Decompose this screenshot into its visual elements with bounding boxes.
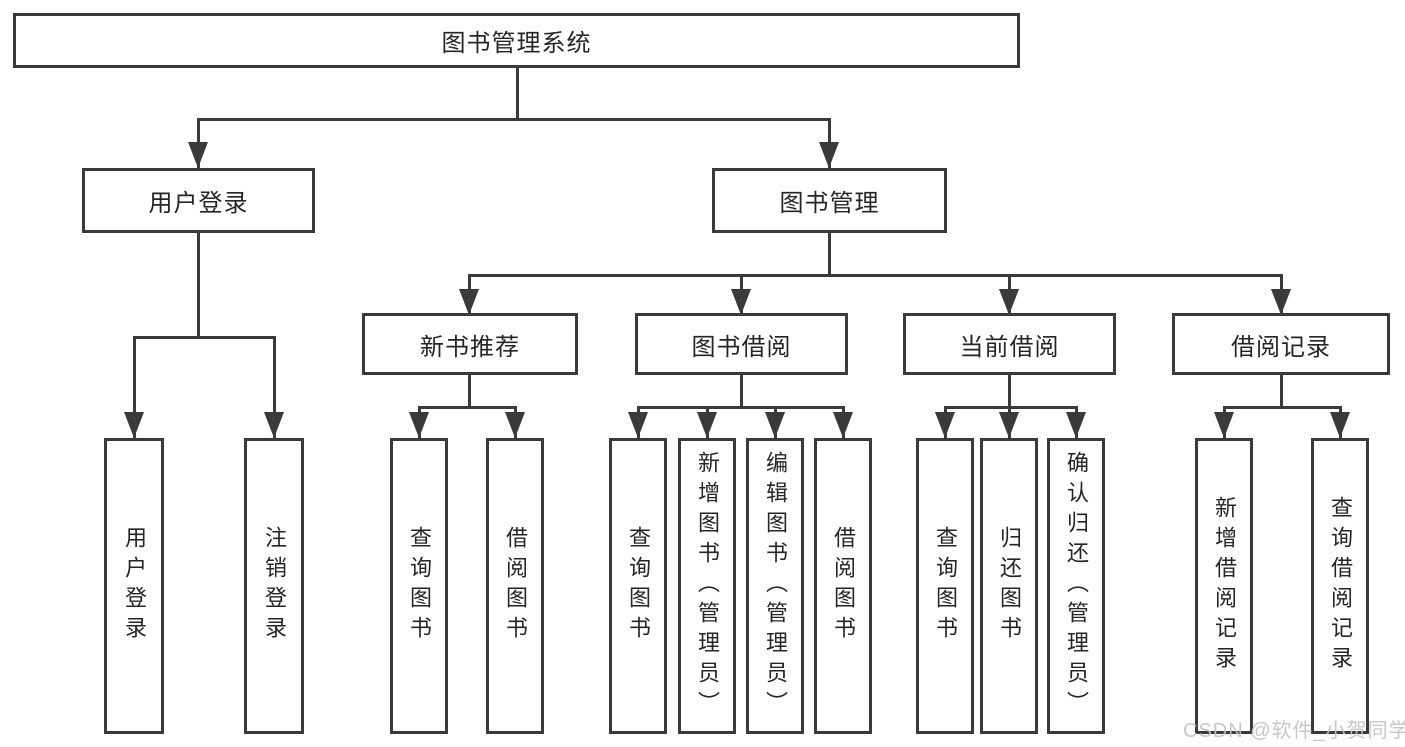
arrowhead-down-icon	[459, 289, 479, 315]
connector-level3-bar	[468, 274, 1282, 277]
connector-drop-login-leaf	[133, 336, 136, 438]
node-book-management: 图书管理	[712, 168, 947, 233]
arrowhead-down-icon	[409, 412, 429, 438]
arrowhead-down-icon	[264, 412, 284, 438]
node-borrowing-records: 借阅记录	[1172, 313, 1390, 375]
arrowhead-down-icon	[999, 412, 1019, 438]
arrowhead-down-icon	[819, 142, 839, 168]
node-return-books: 归还图书	[980, 438, 1038, 734]
connector-bookborrow-stub	[740, 375, 743, 409]
connector-user-login-bar	[133, 336, 276, 339]
connector-level1-bar	[197, 118, 831, 121]
connector-currentborrow-stub	[1008, 375, 1011, 409]
arrowhead-down-icon	[188, 142, 208, 168]
node-query-books-newbook: 查询图书	[390, 438, 448, 734]
arrowhead-down-icon	[1214, 412, 1234, 438]
arrowhead-down-icon	[1330, 412, 1350, 438]
connector-newbook-bar	[418, 406, 517, 409]
arrowhead-down-icon	[124, 412, 144, 438]
connector-borrowrecord-bar	[1223, 406, 1342, 409]
arrowhead-down-icon	[731, 289, 751, 315]
node-edit-books-admin: 编辑图书（管理员）	[746, 438, 804, 734]
connector-newbook-stub	[468, 375, 471, 409]
node-logout-leaf: 注销登录	[244, 438, 304, 734]
connector-user-login-stub	[197, 232, 200, 339]
arrowhead-down-icon	[505, 412, 525, 438]
connector-drop-logout-leaf	[273, 336, 276, 438]
arrowhead-down-icon	[1271, 289, 1291, 315]
node-query-books-borrowing: 查询图书	[609, 438, 667, 734]
node-library-management-system: 图书管理系统	[13, 13, 1020, 68]
arrowhead-down-icon	[697, 412, 717, 438]
arrowhead-down-icon	[833, 412, 853, 438]
node-query-borrow-record: 查询借阅记录	[1311, 438, 1369, 734]
node-current-borrowing: 当前借阅	[903, 313, 1116, 375]
arrowhead-down-icon	[765, 412, 785, 438]
connector-bookborrow-bar	[637, 406, 845, 409]
arrowhead-down-icon	[1066, 412, 1086, 438]
node-user-login-leaf: 用户登录	[104, 438, 164, 734]
node-book-borrowing: 图书借阅	[635, 313, 848, 375]
node-borrow-books-borrowing: 借阅图书	[814, 438, 872, 734]
node-new-book-recommendation: 新书推荐	[362, 313, 578, 375]
node-confirm-return-admin: 确认归还（管理员）	[1047, 438, 1105, 734]
arrowhead-down-icon	[628, 412, 648, 438]
connector-root-stub	[516, 68, 519, 121]
arrowhead-down-icon	[999, 289, 1019, 315]
connector-currentborrow-bar	[944, 406, 1078, 409]
connector-borrowrecord-stub	[1280, 375, 1283, 409]
node-borrow-books-newbook: 借阅图书	[486, 438, 544, 734]
connector-book-mgmt-stub	[828, 232, 831, 277]
node-add-borrow-record: 新增借阅记录	[1195, 438, 1253, 734]
arrowhead-down-icon	[935, 412, 955, 438]
node-add-books-admin: 新增图书（管理员）	[678, 438, 736, 734]
node-query-books-current: 查询图书	[916, 438, 974, 734]
node-user-login: 用户登录	[82, 168, 315, 233]
watermark-text: CSDN @软件_小贺同学	[1183, 720, 1405, 742]
